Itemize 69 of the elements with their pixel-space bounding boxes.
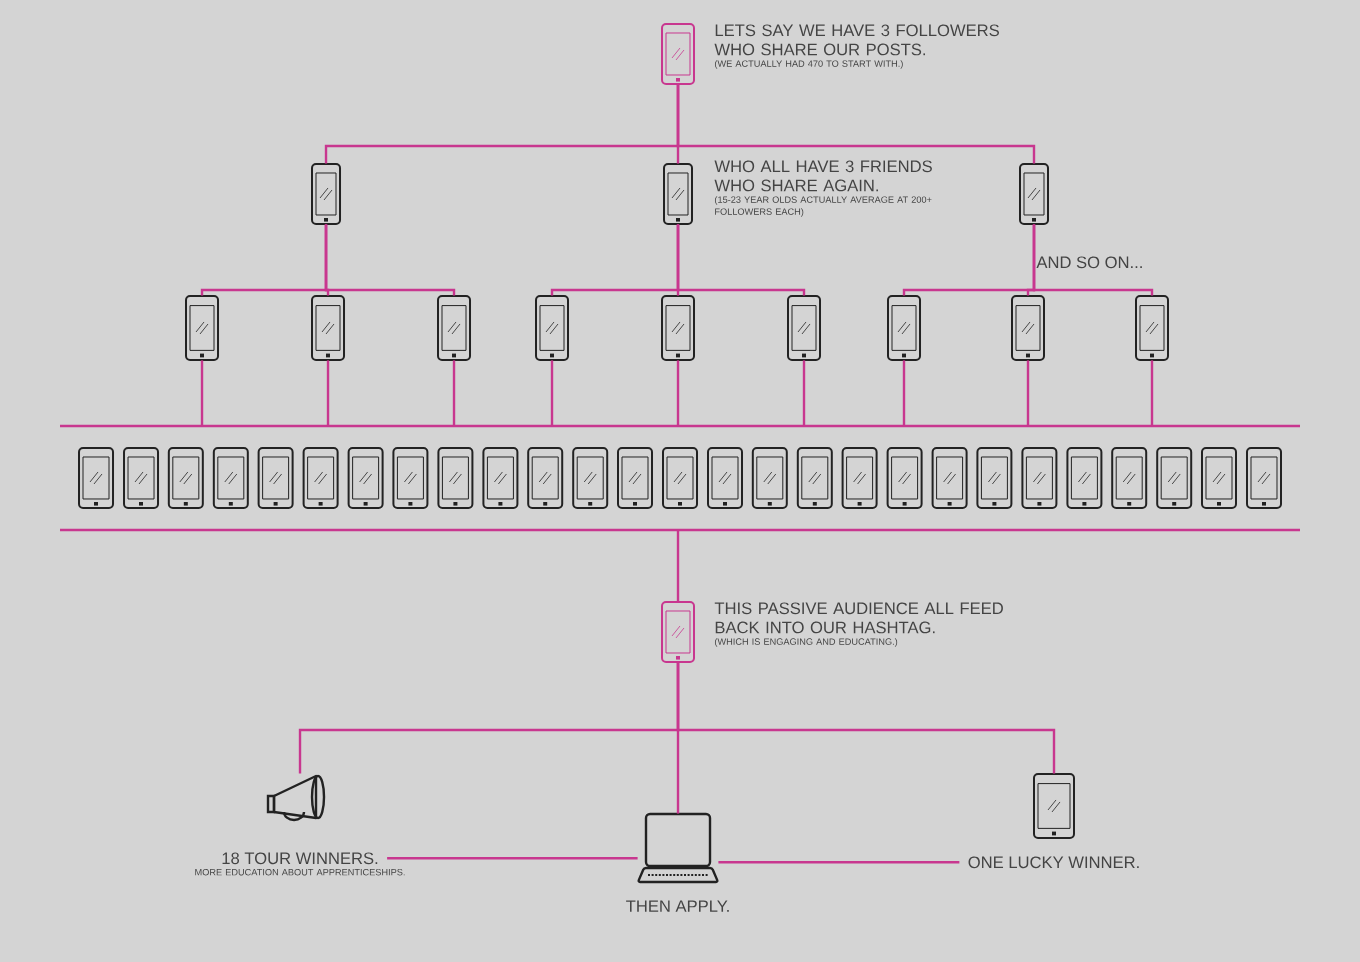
phone-icon <box>662 447 698 509</box>
phone-icon <box>661 23 695 85</box>
connector <box>387 857 638 860</box>
node-label: 18 TOUR WINNERS. <box>222 852 378 865</box>
connector <box>1032 224 1154 296</box>
connector <box>676 84 1036 164</box>
phone-icon <box>1111 447 1148 509</box>
phone-icon <box>437 447 474 509</box>
phone-icon <box>787 295 821 361</box>
phone-icon <box>1019 163 1049 225</box>
megaphone-icon <box>266 774 326 822</box>
connector <box>550 360 554 426</box>
phone-icon <box>302 447 339 509</box>
connector <box>452 360 456 426</box>
phone-icon <box>123 447 159 509</box>
phone-icon <box>482 447 519 509</box>
phone-icon <box>527 447 564 509</box>
phone-icon <box>1135 295 1169 361</box>
connector <box>676 662 1056 774</box>
phone-icon <box>663 163 693 225</box>
phone-icon <box>1066 447 1103 509</box>
phone-icon <box>796 447 833 509</box>
connector <box>200 360 204 426</box>
phone-icon <box>257 447 294 509</box>
phone-icon <box>931 447 968 509</box>
connector <box>902 360 906 426</box>
phone-icon <box>185 295 219 361</box>
phone-icon <box>212 447 249 509</box>
phone-icon <box>707 447 743 509</box>
phone-icon <box>167 447 204 509</box>
connector <box>718 861 960 864</box>
phone-icon <box>572 447 609 509</box>
node-label: THEN APPLY. <box>626 900 729 912</box>
phone-icon <box>661 295 695 361</box>
label: AND SO ON... <box>1036 256 1142 269</box>
phone-icon <box>976 447 1013 509</box>
phone-icon <box>1011 295 1045 361</box>
connector <box>324 224 456 296</box>
heading: WHO ALL HAVE 3 FRIENDS WHO SHARE AGAIN. <box>714 160 932 192</box>
phone-icon <box>78 447 114 509</box>
node-label: ONE LUCKY WINNER. <box>968 856 1139 869</box>
laptop-icon <box>637 812 719 884</box>
band <box>60 424 1300 532</box>
phone-icon <box>437 295 471 361</box>
phone-icon <box>1156 447 1193 509</box>
heading: THIS PASSIVE AUDIENCE ALL FEED BACK INTO OUR HASHTAG. <box>714 602 1003 634</box>
phone-icon <box>1021 447 1058 509</box>
phone-icon <box>841 447 878 509</box>
connector <box>1150 360 1154 426</box>
phone-icon <box>887 295 921 361</box>
phone-icon <box>617 447 653 509</box>
phone-icon <box>1201 447 1237 509</box>
heading: LETS SAY WE HAVE 3 FOLLOWERS WHO SHARE OUR POSTS. <box>714 24 999 56</box>
connector <box>802 360 806 426</box>
phone-icon <box>661 601 695 663</box>
phone-icon <box>535 295 569 361</box>
phone-icon <box>392 447 429 509</box>
connector <box>1026 360 1030 426</box>
phone-icon <box>347 447 384 509</box>
phone-icon <box>311 295 345 361</box>
tablet-icon <box>1033 773 1075 839</box>
phone-icon <box>311 163 341 225</box>
connector <box>676 530 680 602</box>
phone-icon <box>1246 447 1282 509</box>
connector <box>326 360 330 426</box>
connector <box>676 360 680 426</box>
phone-icon <box>886 447 923 509</box>
connector <box>676 224 806 296</box>
phone-icon <box>751 447 788 509</box>
